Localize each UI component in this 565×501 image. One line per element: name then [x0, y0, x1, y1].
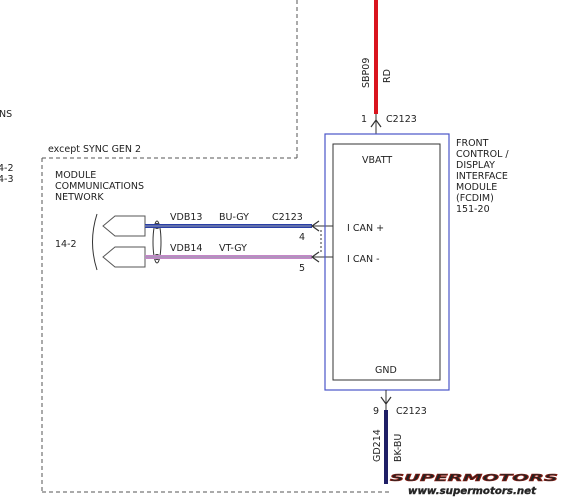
pin-ican-plus: I CAN + [347, 223, 384, 234]
ground-color: BK-BU [393, 434, 404, 462]
twist-indicator-icon [152, 220, 162, 264]
network-label-line1: MODULE [55, 170, 96, 181]
can-low-circuit: VDB14 [170, 243, 202, 254]
partial-ref-1: 4-2 [0, 163, 14, 174]
ground-pin: 9 [373, 406, 379, 417]
module-name-line3: DISPLAY [456, 160, 495, 171]
ground-circuit: GD214 [372, 429, 383, 462]
brace-left [92, 213, 98, 271]
pin-vbatt: VBATT [362, 155, 392, 166]
watermark-brand: SUPERMOTORS [390, 473, 558, 484]
can-high-connector-icon [102, 215, 146, 237]
pin-gnd: GND [375, 365, 397, 376]
ground-terminal-icon [380, 396, 392, 406]
can-high-color: BU-GY [219, 212, 249, 223]
can-high-connector: C2123 [272, 212, 303, 223]
watermark-url: www.supermotors.net [408, 486, 536, 497]
module-name-line2: CONTROL / [456, 149, 509, 160]
page-ref: 14-2 [55, 239, 77, 250]
module-name-line4: INTERFACE [456, 171, 508, 182]
zone-label: except SYNC GEN 2 [48, 144, 141, 155]
power-color: RD [382, 69, 393, 83]
can-low-pin: 5 [299, 263, 305, 274]
partial-label-ns: NS [0, 109, 12, 120]
module-name-line6: (FCDIM) [456, 193, 494, 204]
can-low-connector-icon [102, 246, 146, 268]
module-ref: 151-20 [456, 204, 490, 215]
module-name-line5: MODULE [456, 182, 497, 193]
pin-ican-minus: I CAN - [347, 254, 380, 265]
zone-boundary [41, 0, 392, 493]
partial-ref-2: 4-3 [0, 174, 14, 185]
ground-connector: C2123 [396, 406, 427, 417]
module-name-line1: FRONT [456, 138, 489, 149]
can-high-pin: 4 [299, 232, 305, 243]
power-connector: C2123 [386, 114, 417, 125]
network-label-line3: NETWORK [55, 192, 104, 203]
power-pin: 1 [361, 114, 367, 125]
can-low-color: VT-GY [219, 243, 247, 254]
can-high-circuit: VDB13 [170, 212, 202, 223]
module-body [332, 143, 441, 381]
network-label-line2: COMMUNICATIONS [55, 181, 144, 192]
module-outline [324, 133, 450, 391]
watermark: SUPERMOTORS www.supermotors.net [390, 473, 559, 498]
power-terminal-icon [370, 118, 382, 128]
power-circuit: SBP09 [361, 58, 372, 88]
